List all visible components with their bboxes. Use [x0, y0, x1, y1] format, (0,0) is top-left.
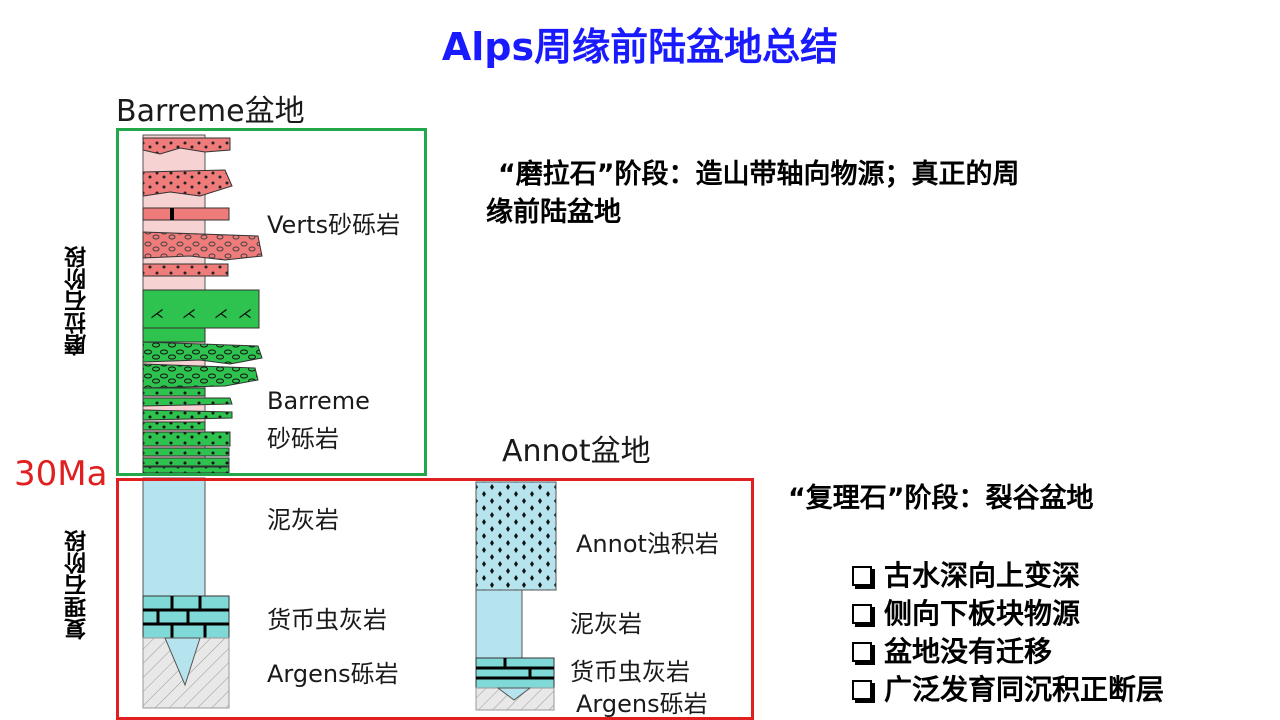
flysch-stage-box [116, 478, 754, 720]
layer-label-argens: Argens砾岩 [267, 660, 399, 688]
flysch-stage-label: 复理石阶段 [65, 530, 90, 640]
annot-label-turbidite: Annot浊积岩 [576, 530, 719, 558]
annot-label-nummulitic: 货币虫灰岩 [570, 658, 690, 686]
molasse-stage-label: 磨拉石阶段 [65, 246, 90, 356]
layer-label-barreme-2: 砂砾岩 [267, 425, 339, 453]
checkbox-bullet-icon [852, 566, 872, 586]
molasse-stage-description: “磨拉石”阶段：造山带轴向物源；真正的周缘前陆盆地 [486, 159, 1020, 228]
checkbox-bullet-icon [852, 604, 872, 624]
svg-text:⋌: ⋌ [182, 306, 196, 322]
svg-text:⋌: ⋌ [150, 306, 164, 322]
layer-label-marl: 泥灰岩 [267, 506, 339, 534]
layer-label-verts: Verts砂砾岩 [267, 211, 401, 239]
checkbox-bullet-icon [852, 680, 872, 700]
annot-label-argens: Argens砾岩 [576, 690, 708, 718]
annot-label-marl: 泥灰岩 [570, 610, 642, 638]
layer-label-barreme-1: Barreme [267, 387, 370, 415]
page-title: Alps周缘前陆盆地总结 [441, 25, 839, 69]
molasse-stage-box [116, 128, 427, 476]
layer-label-nummulitic: 货币虫灰岩 [267, 606, 387, 634]
svg-text:⋌: ⋌ [214, 306, 228, 322]
checkbox-bullet-icon [852, 642, 872, 662]
list-item: 古水深向上变深 [852, 557, 1164, 595]
age-marker: 30Ma [14, 454, 108, 494]
list-item: 侧向下板块物源 [852, 595, 1164, 633]
flysch-characteristics-list: 古水深向上变深 侧向下板块物源 盆地没有迁移 广泛发育同沉积正断层 [852, 557, 1164, 709]
list-item: 广泛发育同沉积正断层 [852, 671, 1164, 709]
svg-text:⋌: ⋌ [238, 306, 252, 322]
annot-basin-title: Annot盆地 [502, 434, 651, 469]
flysch-stage-description: “复理石”阶段：裂谷盆地 [788, 483, 1094, 514]
barreme-basin-title: Barreme盆地 [116, 94, 305, 129]
list-item: 盆地没有迁移 [852, 633, 1164, 671]
